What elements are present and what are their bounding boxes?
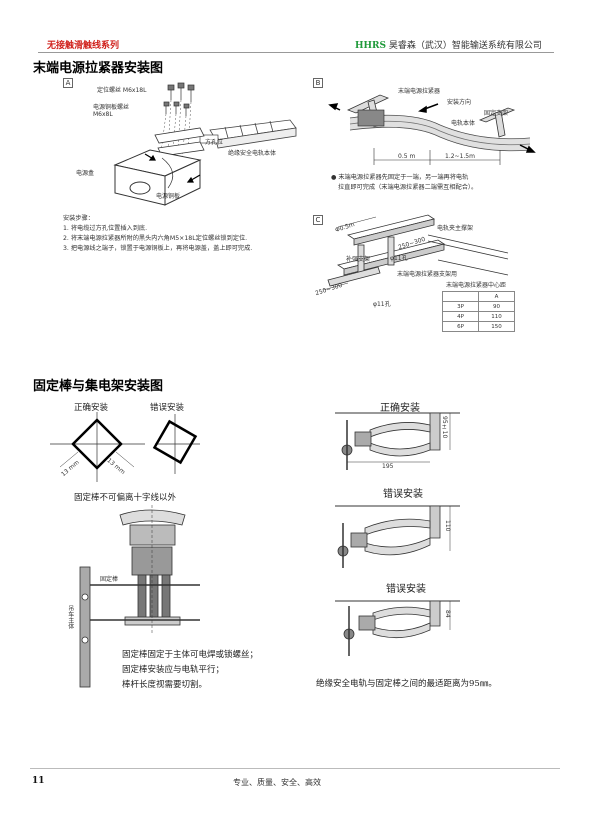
table-cell: 150 [478, 321, 515, 332]
step-2: 2. 将末端电源拉紧器所附的黑头内六角M5×18L定位螺丝锁到定位. [63, 235, 248, 242]
label-reinforce: 补强支架 [346, 256, 371, 263]
left-wrong-label: 错误安装 [150, 403, 185, 413]
label-bolt2-l1: 电源铜板螺丝 [93, 104, 130, 111]
page-number: 11 [32, 776, 45, 786]
label-tensioner-bracket: 末端电源拉紧器支架用 [397, 271, 458, 278]
label-hole-1: φ11孔 [390, 255, 408, 262]
label-rail-body-a: 绝缘安全电轨本体 [228, 150, 277, 157]
label-bolt1: 定位螺丝 M6x18L [97, 87, 147, 94]
step-3: 3. 把电源线之端子，锁置于电源铜板上，再将电源盖，盖上即可完成. [63, 245, 253, 252]
table-cell: 110 [478, 311, 515, 322]
table-cell: 6P [442, 321, 479, 332]
label-fixed-rod: 固定棒 [100, 576, 119, 583]
label-fixed-bracket: 固定支架 [484, 110, 509, 117]
step-1: 1. 将电缆过方孔位置插入到底. [63, 225, 148, 232]
wrong-distance-diagram-1 [335, 505, 460, 568]
table-cell: 90 [478, 301, 515, 312]
steps-title: 安装步骤： [63, 215, 94, 222]
right-wrong1-label: 错误安装 [383, 489, 423, 500]
table-row: 3P 90 [442, 301, 515, 312]
header-divider [38, 52, 554, 53]
panel-b-tag: B [313, 78, 323, 88]
dim-84: 84 [443, 610, 451, 618]
section1-title: 末端电源拉紧器安装图 [33, 61, 164, 76]
dim-95: 95±10 [440, 416, 448, 439]
install-steps: 安装步骤： 1. 将电缆过方孔位置插入到底. 2. 将末端电源拉紧器所附的黑头内… [63, 214, 252, 254]
center-distance-table-title: 末端电源拉紧器中心距 [446, 282, 507, 289]
rod-note-1: 固定棒固定于主体可电焊或锁螺丝； [122, 650, 259, 660]
right-wrong2-label: 错误安装 [386, 584, 426, 595]
dim-0-5m: 0.5 m [398, 153, 416, 160]
rod-note-2: 固定棒安装应与电轨平行； [122, 665, 225, 675]
dim-1-2m: 1.2~1.5m [445, 153, 475, 160]
tensioner-rail-diagram [328, 94, 536, 165]
table-header-cell [442, 291, 479, 302]
table-cell: 4P [442, 311, 479, 322]
table-header-cell: A [478, 291, 515, 302]
label-square-hole: 方孔位 [205, 139, 224, 146]
optimal-distance-note: 绝缘安全电轨与固定棒之间的最适距离为95㎜。 [316, 679, 497, 689]
brand-prefix: HHRS [355, 41, 386, 51]
table-cell: 3P [442, 301, 479, 312]
panel-b-note-1: ● 末端电源拉紧器先固定于一端，另一端再将电轨 [331, 174, 469, 181]
table-row: 6P 150 [442, 321, 515, 332]
label-copper-plate: 电源铜板 [156, 193, 181, 200]
collector-bracket-diagram [79, 505, 200, 688]
dim-195: 195 [382, 463, 394, 470]
crosshair-diagram [50, 412, 200, 482]
label-hanger-body: 吊车主体 [66, 605, 74, 629]
company-brand: HHRS 昊睿森（武汉）智能输送系统有限公司 [355, 38, 542, 51]
table-row: 4P 110 [442, 311, 515, 322]
label-bolt2-l2: M6x8L [93, 111, 113, 118]
right-correct-label: 正确安装 [380, 403, 420, 414]
brand-company: 昊睿森（武汉）智能输送系统有限公司 [388, 41, 542, 51]
wrong-distance-diagram-2 [335, 600, 460, 656]
tensioner-install-diagram [113, 82, 297, 206]
series-title: 无接触滑触线系列 [47, 41, 120, 51]
correct-distance-diagram [335, 412, 460, 470]
dim-110: 110 [443, 520, 451, 532]
label-direction: 安装方向 [447, 99, 472, 106]
label-hole-2: φ11孔 [373, 301, 391, 308]
left-correct-label: 正确安装 [74, 403, 109, 413]
label-rail-bracket: 电轨夹主撑架 [437, 225, 474, 232]
footer-divider [30, 768, 560, 769]
section2-title: 固定棒与集电架安装图 [33, 379, 164, 394]
tensioner-bracket-diagram [322, 214, 509, 291]
table-header-row: A [442, 291, 515, 302]
label-rail-body-b: 电轨本体 [451, 120, 476, 127]
crosshair-caption: 固定棒不可偏离十字线以外 [74, 493, 177, 503]
panel-a-tag: A [63, 78, 73, 88]
label-power-box: 电源盒 [76, 170, 95, 177]
label-tensioner-b: 末端电源拉紧器 [398, 88, 441, 95]
footer-slogan: 专业、质量、安全、高效 [233, 778, 321, 787]
panel-c-tag: C [313, 215, 323, 225]
panel-b-note-2: 拉直即可完成（末端电源拉紧器二端需互相配合）。 [338, 184, 478, 191]
center-distance-table: A 3P 90 4P 110 6P 150 [442, 291, 515, 332]
rod-note-3: 棒杆长度视需要切割。 [122, 680, 208, 690]
